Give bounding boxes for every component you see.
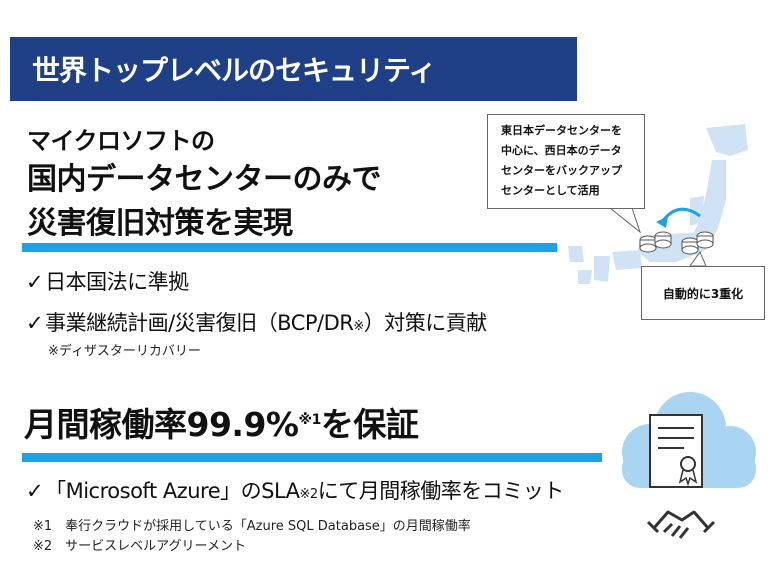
section2-heading-end: を保証 bbox=[320, 405, 419, 444]
bullet-text: 「Microsoft Azure」のSLA bbox=[45, 479, 300, 503]
banner-title: 世界トップレベルのセキュリティ bbox=[32, 54, 436, 87]
section1-divider bbox=[22, 243, 557, 252]
footnote-dr: ※ディザスターリカバリー bbox=[48, 344, 201, 359]
check-icon: ✓ bbox=[26, 270, 44, 294]
callout-line: 東日本データセンターを bbox=[501, 124, 622, 137]
handshake-icon bbox=[646, 510, 716, 539]
database-icon bbox=[639, 231, 714, 255]
bullet-japan-law: ✓日本国法に準拠 bbox=[26, 266, 189, 296]
datacenter-callout: 東日本データセンターを 中心に、西日本のデータ センターをバックアップ センター… bbox=[487, 114, 645, 209]
header-banner: 世界トップレベルのセキュリティ bbox=[10, 37, 577, 101]
section2-heading-main: 月間稼働率99.9% bbox=[24, 405, 299, 444]
footnote-1: ※1 奉行クラウドが採用している「Azure SQL Database」の月間稼… bbox=[33, 519, 471, 534]
check-icon: ✓ bbox=[26, 479, 44, 503]
section1-subheading: マイクロソフトの bbox=[27, 127, 215, 155]
certificate-icon bbox=[649, 414, 703, 488]
section2-heading: 月間稼働率99.9%※1を保証 bbox=[24, 398, 419, 446]
bullet-ref-mark: ※2 bbox=[299, 487, 319, 502]
section2-heading-ref: ※1 bbox=[298, 412, 322, 428]
section2-divider bbox=[22, 453, 602, 462]
section1-heading-line1: 国内データセンターのみで bbox=[27, 162, 382, 197]
bullet-text: 事業継続計画/災害復旧（BCP/DR bbox=[45, 311, 354, 335]
section1-heading-line2: 災害復旧対策を実現 bbox=[27, 206, 293, 241]
callout-line: 中心に、西日本のデータ bbox=[501, 144, 622, 157]
bullet-text: 日本国法に準拠 bbox=[45, 270, 189, 294]
bullet-bcp-dr: ✓事業継続計画/災害復旧（BCP/DR※）対策に貢献 bbox=[26, 307, 487, 337]
footnote-2: ※2 サービスレベルアグリーメント bbox=[33, 539, 246, 554]
callout-line: センターをバックアップ bbox=[501, 164, 622, 177]
triple-redundancy-label: 自動的に3重化 bbox=[641, 266, 765, 320]
bullet-text-end: にて月間稼働率をコミット bbox=[317, 479, 565, 503]
callout-line: センターとして活用 bbox=[501, 184, 600, 197]
check-icon: ✓ bbox=[26, 311, 44, 335]
bullet-ref-mark: ※ bbox=[353, 319, 364, 334]
bullet-text-end: ）対策に貢献 bbox=[363, 311, 488, 335]
bullet-azure-sla: ✓「Microsoft Azure」のSLA※2にて月間稼働率をコミット bbox=[26, 475, 564, 505]
